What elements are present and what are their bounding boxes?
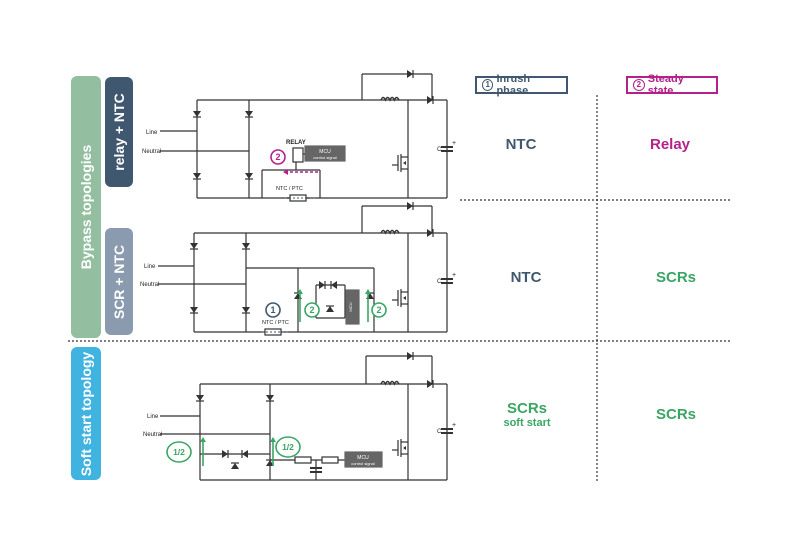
marker-inrush-2: 1	[270, 305, 275, 315]
bypass-topologies-band: Bypass topologies	[71, 76, 101, 338]
steady-number-badge: 2	[633, 79, 645, 91]
marker-steady-2a: 2	[309, 305, 314, 315]
row2-steady: SCRs	[655, 269, 697, 286]
neutral-label-2: Neutral	[140, 282, 159, 288]
neutral-label-1: Neutral	[142, 149, 161, 155]
row3-inrush: SCRs	[506, 400, 548, 417]
inrush-phase-header: 1 Inrush phase	[475, 73, 568, 97]
cap-label-3: C	[437, 429, 442, 435]
cap-label-2: C	[437, 279, 442, 285]
line-label-1: Line	[146, 130, 158, 136]
inrush-phase-label: Inrush phase	[496, 73, 531, 97]
cap-plus-3: +	[452, 422, 456, 429]
circuit-scr-ntc	[158, 201, 454, 336]
circuit-relay-ntc	[160, 69, 454, 202]
control-signal-label-1: control signal	[313, 155, 337, 160]
mcu-label-1: MCU	[319, 149, 331, 155]
ntc-ptc-label-1: NTC / PTC	[276, 186, 303, 192]
row3-inrush-sub: soft start	[503, 417, 551, 429]
control-signal-label-3: control signal	[351, 461, 375, 466]
marker-both-3b: 1/2	[282, 442, 294, 452]
cap-plus-2: +	[452, 272, 456, 279]
row2-inrush: NTC	[510, 269, 542, 286]
marker-steady-2b: 2	[376, 305, 381, 315]
line-label-3: Line	[147, 414, 159, 420]
steady-state-label: Steady state	[647, 73, 684, 97]
cap-plus-1: +	[452, 140, 456, 147]
row1-steady: Relay	[649, 136, 691, 153]
soft-start-topology-band: Soft start topology	[71, 347, 101, 480]
relay-label: RELAY	[286, 140, 306, 146]
steady-state-header: 2 Steady state	[626, 73, 718, 97]
marker-both-3a: 1/2	[173, 447, 185, 457]
inrush-number-badge: 1	[482, 79, 494, 91]
mcu-label-3: MCU	[357, 455, 369, 461]
cap-label-1: C	[437, 147, 442, 153]
neutral-label-3: Neutral	[143, 432, 162, 438]
line-label-2: Line	[144, 264, 156, 270]
ntc-ptc-label-2: NTC / PTC	[262, 320, 289, 326]
relay-ntc-band: relay + NTC	[105, 77, 133, 187]
circuit-soft-start	[160, 351, 454, 481]
row3-steady: SCRs	[655, 406, 697, 423]
scr-ntc-band: SCR + NTC	[105, 228, 133, 335]
marker-steady-1: 2	[275, 152, 280, 162]
mcu-label-2: MCU	[348, 302, 353, 311]
row1-inrush: NTC	[505, 136, 537, 153]
